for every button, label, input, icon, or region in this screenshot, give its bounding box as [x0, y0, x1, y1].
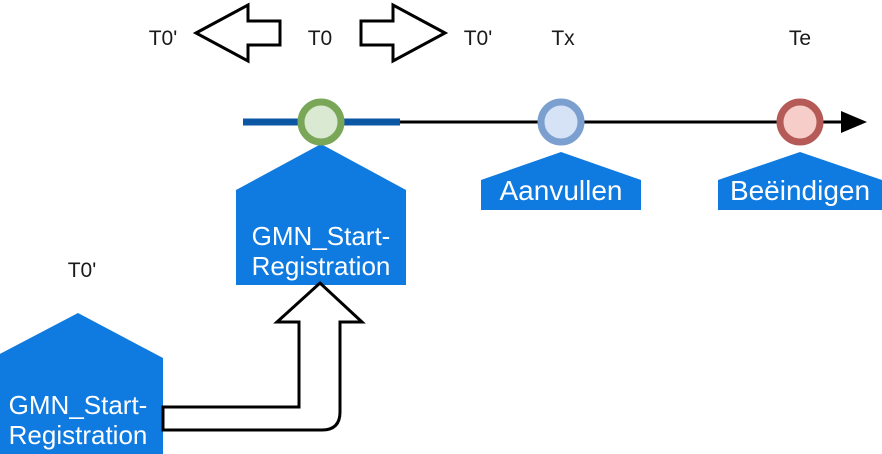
gmn-start-registration-prior-node[interactable]: GMN_Start- Registration [0, 313, 163, 454]
marker-tx-circle [537, 98, 585, 146]
gmn-start-registration-line1: GMN_Start- [252, 221, 391, 251]
beeindigen-shape [718, 152, 882, 210]
gmn-start-registration-shape [236, 144, 406, 285]
aanvullen-label: Aanvullen [500, 175, 623, 206]
shift-left-arrow [192, 2, 282, 64]
label-te: Te [789, 27, 811, 50]
replacement-connector-arrow [161, 280, 366, 432]
label-t0-prime-right: T0' [464, 27, 493, 50]
label-t0-prime-bottom: T0' [68, 259, 97, 282]
marker-te[interactable] [776, 98, 824, 146]
timeline-arrowhead [841, 111, 867, 133]
marker-te-circle [776, 98, 824, 146]
beeindigen-node[interactable]: Beëindigen [718, 152, 882, 210]
gmn-start-registration-prior-shape [0, 313, 163, 454]
gmn-start-registration-prior-line1: GMN_Start- [9, 390, 148, 420]
marker-tx[interactable] [537, 98, 585, 146]
aanvullen-shape [481, 152, 641, 210]
label-tx: Tx [551, 27, 575, 50]
gmn-start-registration-prior-line2: Registration [9, 420, 148, 450]
aanvullen-node[interactable]: Aanvullen [481, 152, 641, 210]
label-t0-prime-left: T0' [149, 27, 178, 50]
gmn-start-registration-line2: Registration [252, 251, 391, 281]
gmn-start-registration-node[interactable]: GMN_Start- Registration [236, 144, 406, 285]
shift-right-arrow [359, 2, 449, 64]
marker-t0-circle [297, 98, 345, 146]
label-t0: T0 [308, 27, 333, 50]
marker-t0[interactable] [297, 98, 345, 146]
beeindigen-label: Beëindigen [730, 175, 870, 206]
